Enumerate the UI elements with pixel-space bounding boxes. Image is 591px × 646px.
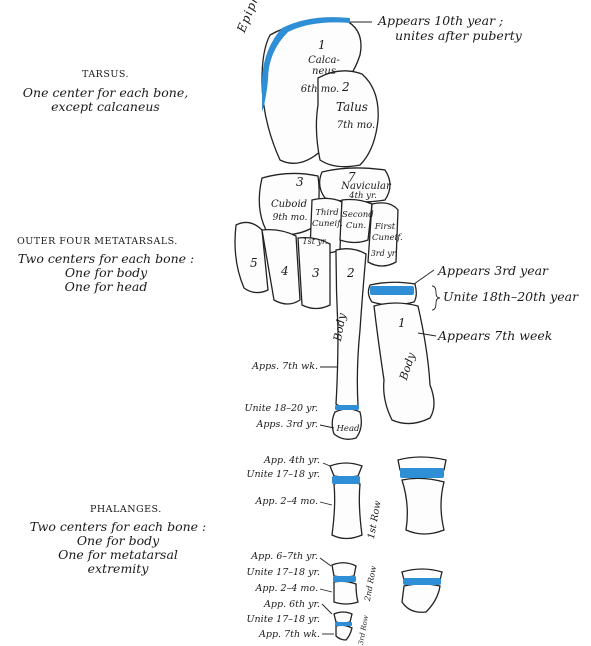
calcaneus-label: Calca- neus — [306, 55, 342, 77]
talus-time: 7th mo. — [336, 120, 376, 131]
apps-3rd-yr-note: Apps. 3rd yr. — [200, 419, 318, 430]
app-2-4-mo-a-note: App. 2–4 mo. — [200, 496, 318, 507]
talus-label: Talus — [332, 102, 372, 113]
proximal-phalanx-small — [330, 463, 362, 477]
mt1-appears-3rd-note: Appears 3rd year — [438, 264, 548, 278]
dist-small-epiphysis — [335, 622, 352, 626]
proximal-phalanx-small-body — [332, 482, 362, 539]
unite-17-18-b-note: Unite 17–18 yr. — [200, 567, 320, 578]
mt2-head-label: Head — [336, 424, 360, 435]
tarsus-line1: One center for each bone, — [18, 86, 193, 100]
first-cuneiform-time: 3rd yr. — [370, 248, 398, 259]
apps-7th-wk-note: Apps. 7th wk. — [200, 361, 318, 372]
navicular-time: 4th yr. — [338, 191, 388, 202]
unite-17-18-a-note: Unite 17–18 yr. — [200, 469, 320, 480]
unite-18-20-note: Unite 18–20 yr. — [200, 403, 318, 414]
phalanges-line1: Two centers for each bone : — [18, 520, 218, 534]
second-cuneiform-label: Second Cun. — [342, 210, 370, 232]
distal-phalanx-small — [334, 612, 352, 623]
phalanges-line3: One for metatarsal — [18, 548, 218, 562]
unite-17-18-c-note: Unite 17–18 yr. — [200, 614, 320, 625]
tarsus-line2: except calcaneus — [18, 100, 193, 114]
proximal-phalanx-great-body — [402, 478, 444, 534]
mt2-head-epiphysis — [335, 405, 359, 410]
cuboid-label: Cuboid — [264, 199, 314, 210]
metatarsal-number-3: 3 — [312, 266, 320, 280]
distal-phalanx-great-body — [402, 584, 440, 612]
prox-great-epiphysis — [400, 468, 444, 478]
phalanges-line4: extremity — [18, 562, 218, 576]
dist-great-epiphysis — [403, 578, 441, 585]
app-6-7th-yr-note: App. 6–7th yr. — [200, 551, 318, 562]
bone-number-2-talus: 2 — [342, 80, 350, 94]
mt1-epiphysis — [370, 286, 414, 295]
third-cuneiform-label: Third Cuneif. — [312, 208, 342, 230]
epiphysis-unites-note: unites after puberty — [395, 29, 522, 43]
metatarsal-number-4: 4 — [281, 264, 289, 278]
app-4th-yr-note: App. 4th yr. — [200, 455, 320, 466]
metatarsal-number-5: 5 — [250, 256, 258, 270]
mt1-appears-7th-week-note: Appears 7th week — [438, 329, 552, 343]
calcaneus-time: 6th mo. — [300, 84, 340, 95]
bone-number-1: 1 — [318, 38, 326, 52]
metatarsals-heading: OUTER FOUR METATARSALS. — [17, 236, 178, 247]
metatarsal-number-2: 2 — [347, 266, 355, 280]
middle-phalanx-small-body — [334, 581, 358, 604]
first-cuneiform-label: First Cuneif. — [372, 222, 398, 244]
metatarsal-number-1: 1 — [398, 316, 406, 330]
tarsus-heading: TARSUS. — [82, 69, 129, 80]
app-6th-yr-note: App. 6th yr. — [200, 599, 320, 610]
mid-small-epiphysis — [333, 576, 356, 582]
prox-small-epiphysis — [332, 476, 360, 484]
third-cuneiform-time: 1st yr. — [300, 236, 330, 247]
metatarsals-line2: One for body — [6, 266, 206, 280]
phalanges-line2: One for body — [18, 534, 218, 548]
mt1-unite-note: Unite 18th–20th year — [443, 290, 578, 304]
epiphysis-appears-note: Appears 10th year ; — [378, 14, 503, 28]
metatarsals-line1: Two centers for each bone : — [6, 252, 206, 266]
cuboid-time: 9th mo. — [270, 213, 310, 224]
distal-phalanx-small-body — [336, 625, 352, 640]
phalanges-heading: PHALANGES. — [90, 504, 162, 515]
bone-number-3-cuboid: 3 — [296, 175, 304, 189]
app-2-4-mo-b-note: App. 2–4 mo. — [200, 583, 318, 594]
middle-phalanx-small — [332, 563, 356, 577]
metatarsals-line3: One for head — [6, 280, 206, 294]
app-7th-wk-note: App. 7th wk. — [200, 629, 320, 640]
